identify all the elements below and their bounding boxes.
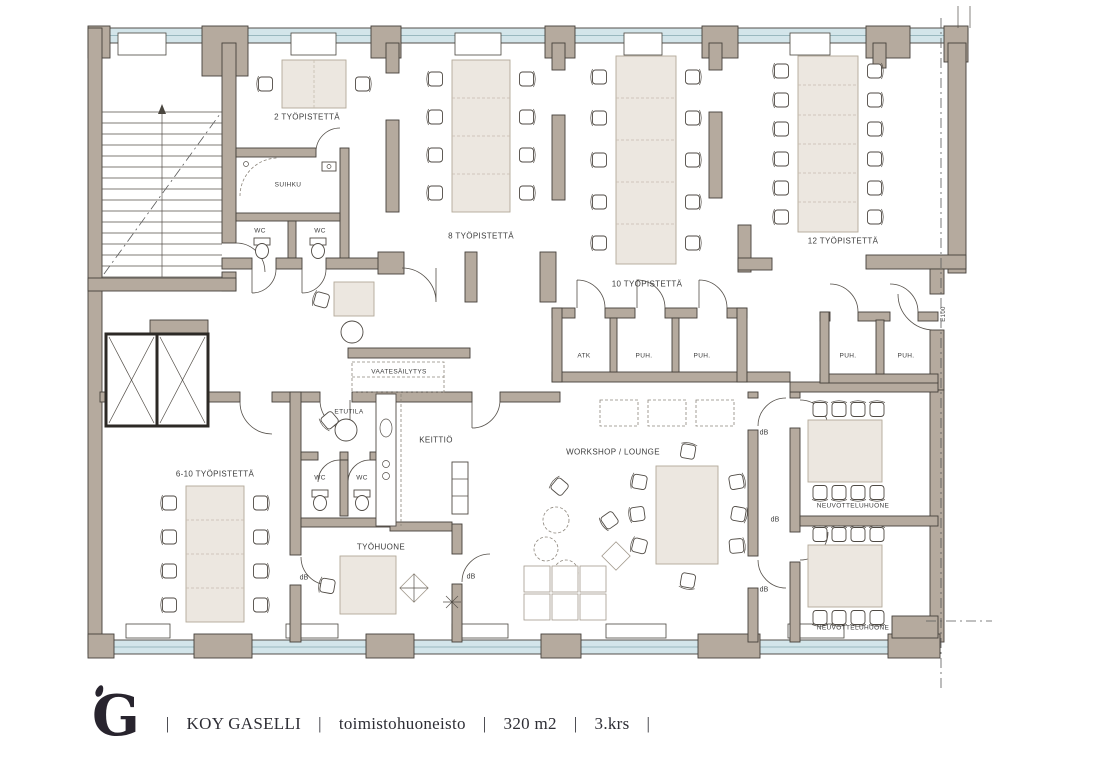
- footer-separator: |: [573, 714, 578, 733]
- room-label-puh-3: PUH.: [839, 352, 857, 360]
- reference-lines: [926, 6, 992, 692]
- desk-cluster-12: [772, 55, 884, 233]
- footer-area: 320 m2: [503, 714, 557, 733]
- room-label-neuvotteluhuone-1: NEUVOTTELUHUONE: [816, 502, 890, 510]
- room-label-12-tyopistetta: 12 TYÖPISTETTÄ: [807, 236, 879, 246]
- logo-gaselli: G: [92, 684, 140, 744]
- room-label-wc-4: WC: [356, 474, 368, 482]
- desk-cluster-8: [426, 59, 536, 213]
- room-label-wc-3: WC: [314, 474, 326, 482]
- room-label-atk: ATK: [577, 352, 591, 360]
- kitchen-fixtures: [375, 393, 469, 527]
- room-label-keittio: KEITTIÖ: [419, 435, 453, 445]
- footer-separator: |: [318, 714, 322, 733]
- stairs: [102, 104, 222, 278]
- desk-cluster-6-10: [160, 485, 270, 623]
- footer: G | KOY GASELLI | toimistohuoneisto | 32…: [92, 684, 650, 744]
- room-label-etutila: ETUTILA: [334, 408, 364, 416]
- footer-company: KOY GASELLI: [186, 714, 302, 733]
- footer-separator: |: [482, 714, 487, 733]
- logo-letter: G: [92, 683, 140, 749]
- elevators: [104, 332, 210, 428]
- room-label-10-tyopistetta: 10 TYÖPISTETTÄ: [611, 279, 683, 289]
- footer-floor: 3.krs: [594, 714, 630, 733]
- footer-text: | KOY GASELLI | toimistohuoneisto | 320 …: [166, 714, 650, 734]
- room-label-puh-4: PUH.: [897, 352, 915, 360]
- room-label-puh-1: PUH.: [635, 352, 653, 360]
- room-label-6-10-tyopistetta: 6-10 TYÖPISTETTÄ: [175, 469, 255, 479]
- footer-type: toimistohuoneisto: [338, 714, 466, 733]
- door-label-db-1: dB: [759, 429, 769, 437]
- sanitary-fixtures: [239, 157, 371, 511]
- door-label-db-4: dB: [299, 574, 309, 582]
- door-label-e100: E100: [941, 306, 947, 322]
- door-label-db-3: dB: [759, 586, 769, 594]
- lounge-furniture: [399, 399, 749, 621]
- desk-cluster-10: [590, 55, 702, 265]
- shower-icon: [239, 157, 279, 197]
- footer-separator: |: [646, 714, 651, 733]
- room-label-neuvotteluhuone-2: NEUVOTTELUHUONE: [816, 624, 890, 632]
- room-label-8-tyopistetta: 8 TYÖPISTETTÄ: [448, 231, 514, 241]
- door-label-db-2: dB: [770, 516, 780, 524]
- footer-separator: |: [165, 714, 170, 733]
- room-label-puh-2: PUH.: [693, 352, 711, 360]
- desk-cluster-2: [256, 59, 372, 109]
- room-label-wc-1: WC: [254, 227, 266, 235]
- room-label-tyohuone: TYÖHUONE: [356, 542, 406, 552]
- meeting-room-2-furniture: [807, 525, 886, 627]
- room-label-vaatesailytys: VAATESÄILYTYS: [371, 368, 427, 376]
- room-label-workshop-lounge: WORKSHOP / LOUNGE: [566, 447, 660, 457]
- plant-icon: [443, 593, 461, 611]
- entry-furniture: [310, 281, 445, 615]
- door-label-db-5: dB: [466, 573, 476, 581]
- room-label-wc-2: WC: [314, 227, 326, 235]
- meeting-room-1-furniture: [807, 400, 886, 502]
- room-label-suihku: SUIHKU: [274, 181, 302, 189]
- room-label-2-tyopistetta: 2 TYÖPISTETTÄ: [274, 112, 340, 122]
